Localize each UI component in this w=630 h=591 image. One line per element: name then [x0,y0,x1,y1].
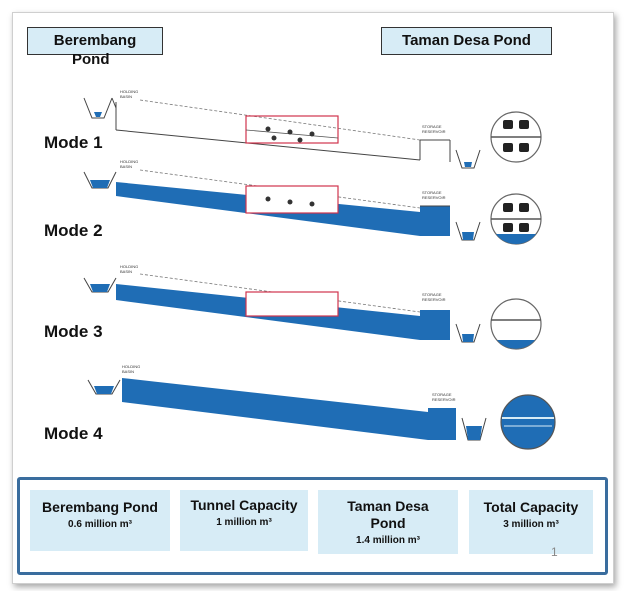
mode-2-cross-section: HOLDING BASIN STORAGE RESERVOIR [83,159,542,245]
svg-text:STORAGE: STORAGE [432,392,452,397]
tunnel-capacity-box: Tunnel Capacity 1 million m³ [180,490,308,551]
taman-desa-capacity-box: Taman Desa Pond 1.4 million m³ [318,490,458,554]
total-capacity-box: Total Capacity 3 million m³ [469,490,593,554]
mode-1-cross-section: HOLDING BASIN STORAGE RESERVOIR [83,89,542,169]
taman-desa-pond-title: Taman Desa Pond [381,27,552,55]
capacity-title: Berembang Pond [42,499,158,515]
holding-basin-label-1: HOLDING [120,89,138,94]
berembang-capacity-box: Berembang Pond 0.6 million m³ [30,490,170,551]
mode-3-label: Mode 3 [44,322,103,341]
capacity-title: Taman Desa Pond [347,498,429,531]
svg-text:RESERVOIR: RESERVOIR [432,397,456,402]
svg-text:HOLDING: HOLDING [120,159,138,164]
mode-1-label: Mode 1 [44,133,103,152]
svg-text:STORAGE: STORAGE [422,190,442,195]
svg-text:RESERVOIR: RESERVOIR [422,195,446,200]
svg-text:BASIN: BASIN [120,94,132,99]
capacity-value: 1.4 million m³ [356,535,420,546]
mode-4-cross-section: HOLDING BASIN STORAGE RESERVOIR [87,364,556,450]
berembang-pond-title-line2: Pond [72,51,110,68]
svg-text:BASIN: BASIN [120,164,132,169]
svg-text:RESERVOIR: RESERVOIR [422,297,446,302]
svg-text:HOLDING: HOLDING [120,264,138,269]
svg-text:RESERVOIR: RESERVOIR [422,129,446,134]
capacity-value: 1 million m³ [216,517,272,528]
mode-4-label: Mode 4 [44,424,103,443]
svg-text:HOLDING: HOLDING [122,364,140,369]
mode-2-label: Mode 2 [44,221,103,240]
svg-text:BASIN: BASIN [122,369,134,374]
capacity-value: 0.6 million m³ [68,519,132,530]
svg-text:BASIN: BASIN [120,269,132,274]
svg-text:STORAGE: STORAGE [422,292,442,297]
capacity-title: Total Capacity [483,499,579,515]
storage-reservoir-label-1: STORAGE [422,124,442,129]
capacity-value: 3 million m³ [503,519,559,530]
mode-3-cross-section: HOLDING BASIN STORAGE RESERVOIR [83,264,542,350]
berembang-pond-title: Berembang [27,27,163,55]
capacity-title: Tunnel Capacity [190,497,298,513]
page-number: 1 [551,545,558,559]
